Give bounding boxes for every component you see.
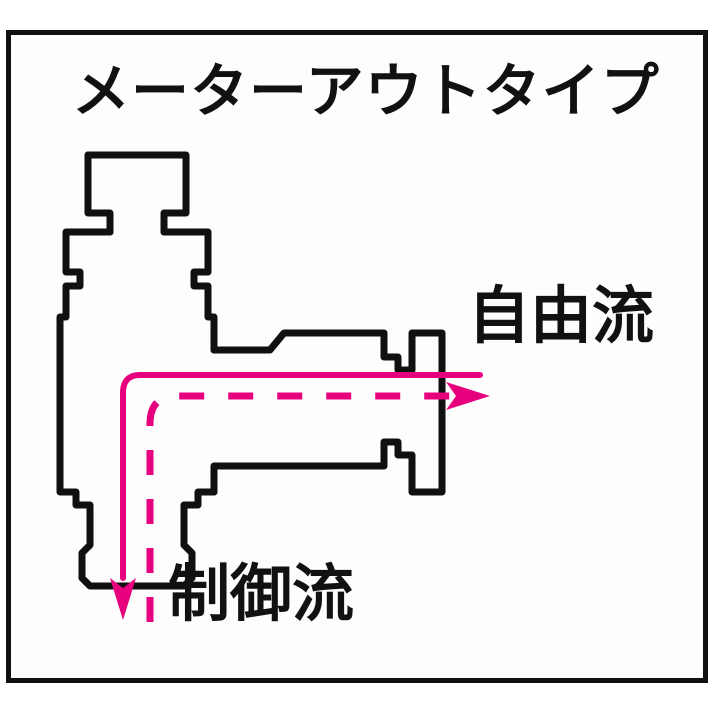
controlled-flow-line: [146, 392, 450, 622]
right-arrow: [446, 382, 490, 410]
valve-body-outline: [56, 151, 446, 590]
body-bottom-shoulder: [210, 438, 446, 496]
page-title: メーターアウトタイプ: [72, 57, 660, 125]
body-top-shoulder: [210, 329, 446, 374]
down-arrow: [110, 578, 136, 620]
adjuster-knob-outline: [84, 151, 114, 236]
controlled-flow-label: 制御流: [168, 557, 355, 630]
controlled-flow-path: [146, 382, 490, 622]
free-flow-line: [120, 372, 483, 581]
bottom-port-outline: [142, 488, 218, 590]
body-left-wall: [56, 228, 150, 590]
free-flow-label: 自由流: [468, 279, 655, 352]
free-flow-path: [110, 372, 483, 620]
adjuster-knob-top: [84, 151, 190, 236]
body-right-wall-upper: [160, 228, 218, 354]
